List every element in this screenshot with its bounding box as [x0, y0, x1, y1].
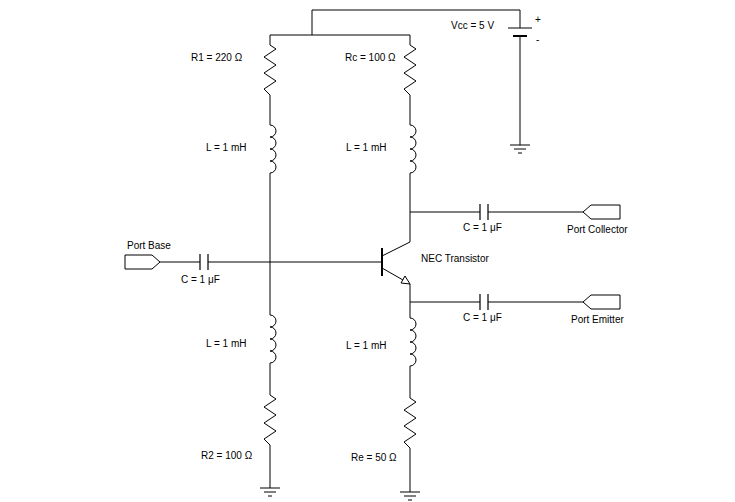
device-label: NEC Transistor — [420, 253, 490, 265]
inductor-symbol — [410, 125, 416, 173]
transistor-base-bar — [381, 248, 383, 276]
polarity-sign: - — [535, 34, 540, 46]
resistor-symbol — [404, 45, 416, 95]
port-symbol — [583, 295, 620, 309]
resistor-symbol — [264, 395, 276, 445]
inductor-symbol — [410, 318, 416, 366]
base-wire — [160, 262, 382, 263]
component-label: Re = 50 Ω — [350, 452, 398, 464]
capacitor-symbol — [480, 204, 488, 220]
component-label: R2 = 100 Ω — [200, 450, 253, 462]
port-label: Port Emitter — [570, 314, 625, 326]
transistor-leads — [382, 242, 410, 284]
capacitor-symbol — [480, 294, 488, 310]
component-label: L = 1 mH — [345, 142, 387, 154]
component-label: L = 1 mH — [205, 338, 247, 350]
component-label: L = 1 mH — [345, 340, 387, 352]
component-label: L = 1 mH — [205, 142, 247, 154]
component-label: C = 1 μF — [462, 222, 503, 234]
resistor-symbol — [264, 45, 276, 95]
component-label: C = 1 μF — [462, 312, 503, 324]
ground-symbol — [510, 145, 530, 153]
resistor-symbol — [404, 398, 416, 448]
ground-symbol — [400, 492, 420, 500]
polarity-sign: + — [534, 14, 542, 26]
supply-label: Vcc = 5 V — [450, 20, 495, 32]
port-symbol — [583, 205, 620, 219]
emitter-arrow — [401, 276, 410, 284]
component-label: C = 1 μF — [180, 274, 221, 286]
ground-symbol — [260, 488, 280, 496]
inductor-symbol — [270, 315, 276, 363]
port-label: Port Base — [126, 240, 172, 252]
port-label: Port Collector — [566, 224, 629, 236]
supply-wire — [270, 10, 520, 35]
collector-wire — [410, 35, 583, 242]
battery-wire — [508, 10, 532, 145]
emitter-wire — [410, 284, 583, 492]
port-symbol — [125, 255, 160, 269]
battery-plate — [513, 35, 527, 37]
component-label: R1 = 220 Ω — [190, 52, 243, 64]
component-label: Rc = 100 Ω — [344, 52, 397, 64]
inductor-symbol — [270, 125, 276, 173]
capacitor-symbol — [200, 254, 208, 270]
